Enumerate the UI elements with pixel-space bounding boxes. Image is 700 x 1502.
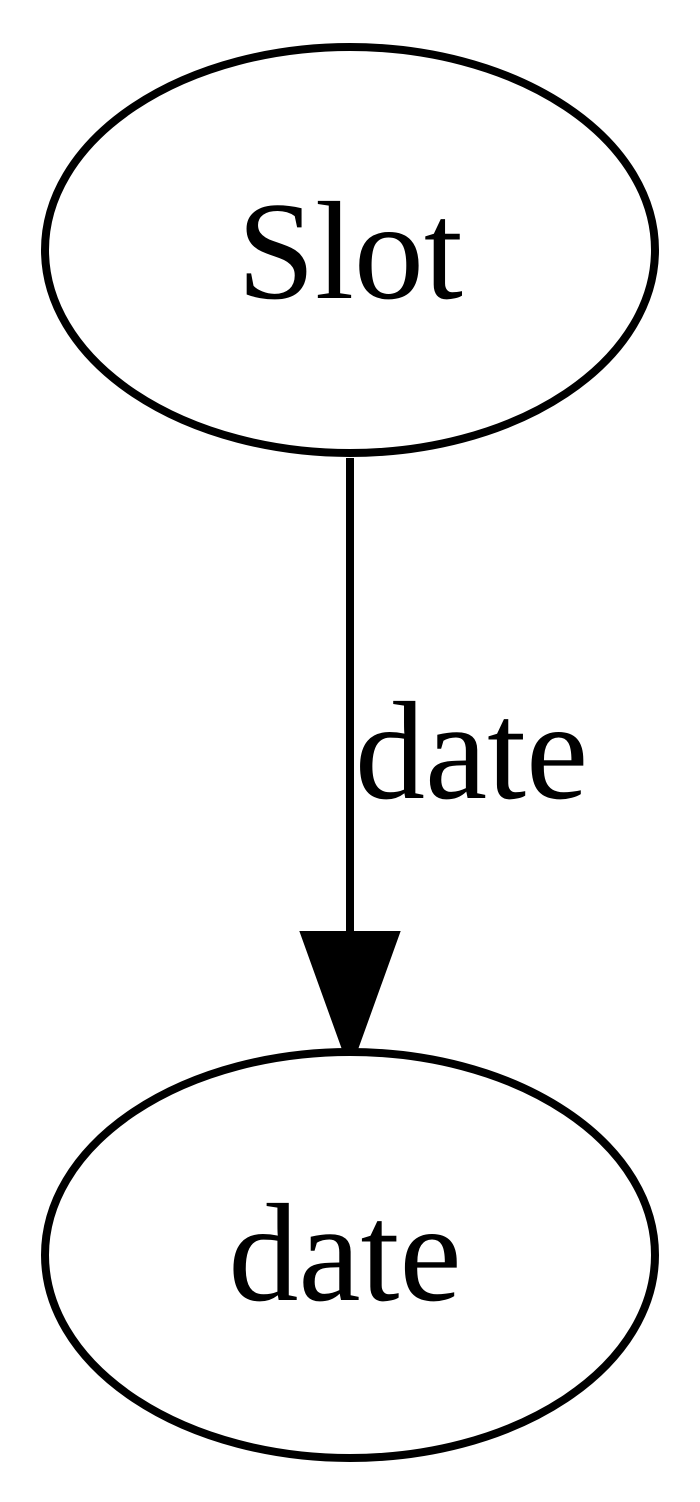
node-slot-shape bbox=[41, 43, 659, 457]
edge-slot-to-date: date bbox=[299, 458, 588, 1072]
node-slot-label: Slot bbox=[237, 174, 463, 329]
node-date-label: date bbox=[228, 1176, 461, 1331]
node-date-shape bbox=[41, 1048, 659, 1462]
arrowhead-icon bbox=[299, 931, 401, 1072]
edge-label: date bbox=[355, 674, 588, 829]
node-date[interactable]: date bbox=[41, 1048, 659, 1462]
node-slot[interactable]: Slot bbox=[41, 43, 659, 457]
